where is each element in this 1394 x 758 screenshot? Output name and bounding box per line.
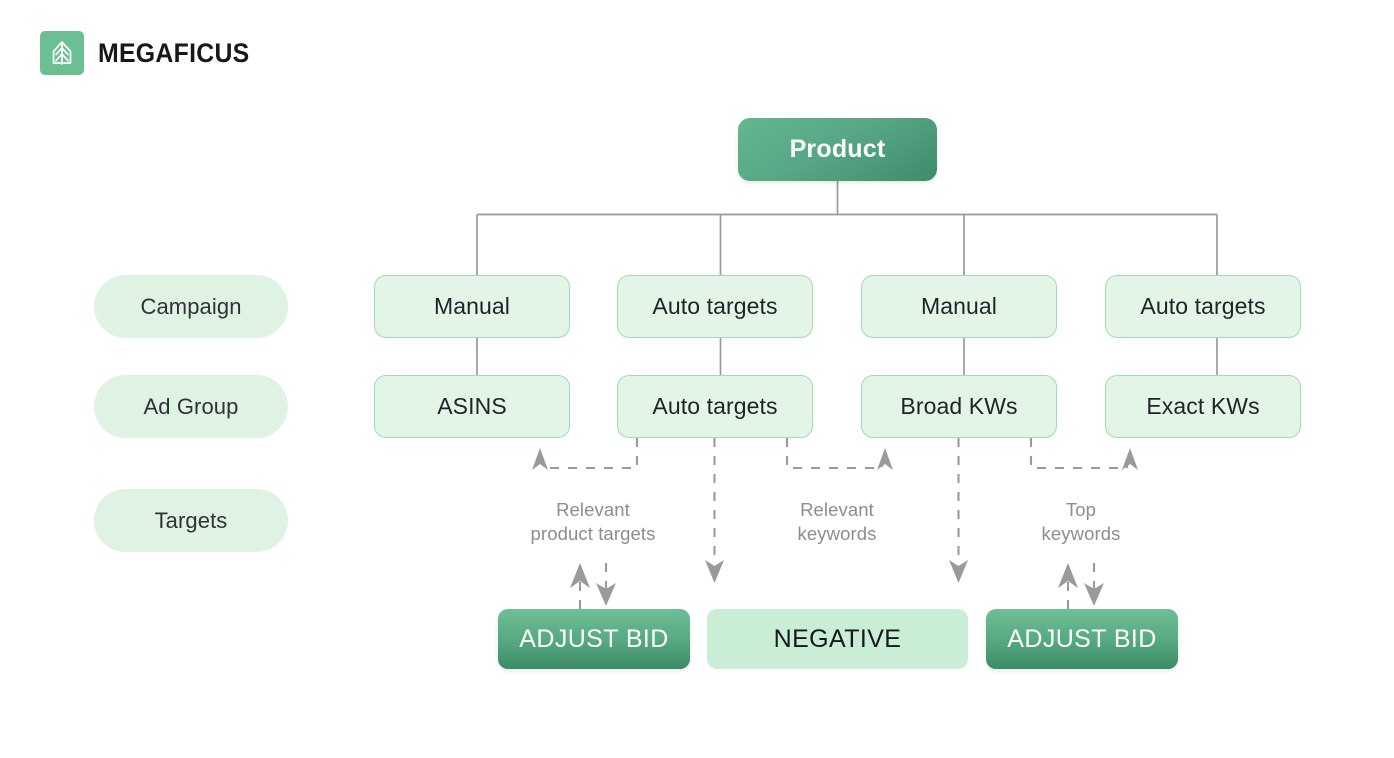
row-label-targets-text: Targets: [154, 507, 228, 533]
action-adjust-bid-left-label: ADJUST BID: [519, 624, 669, 653]
action-negative[interactable]: NEGATIVE: [707, 609, 968, 669]
node-campaign-auto-targets-2-label: Auto targets: [1140, 293, 1266, 320]
node-product-label: Product: [789, 135, 886, 164]
row-label-ad-group-text: Ad Group: [143, 393, 239, 419]
annotation-relevant-product-targets: Relevant product targets: [530, 499, 656, 544]
node-adgroup-broad-kws-label: Broad KWs: [900, 393, 1018, 420]
node-campaign-manual-1[interactable]: Manual: [374, 275, 570, 338]
action-adjust-bid-right-label: ADJUST BID: [1007, 624, 1157, 653]
node-adgroup-auto-targets[interactable]: Auto targets: [617, 375, 813, 438]
node-campaign-manual-1-label: Manual: [433, 293, 511, 320]
node-campaign-auto-targets-2[interactable]: Auto targets: [1105, 275, 1301, 338]
node-campaign-auto-targets-1[interactable]: Auto targets: [617, 275, 813, 338]
annotation-top-keywords: Top keywords: [1041, 499, 1121, 544]
action-adjust-bid-right[interactable]: ADJUST BID: [986, 609, 1178, 669]
row-label-campaign-text: Campaign: [140, 293, 242, 319]
node-adgroup-broad-kws[interactable]: Broad KWs: [861, 375, 1057, 438]
row-label-campaign: Campaign: [94, 275, 288, 338]
node-adgroup-exact-kws[interactable]: Exact KWs: [1105, 375, 1301, 438]
node-adgroup-auto-targets-label: Auto targets: [652, 393, 778, 420]
node-campaign-manual-2-label: Manual: [920, 293, 998, 320]
row-label-targets: Targets: [94, 489, 288, 552]
node-product[interactable]: Product: [738, 118, 937, 181]
action-adjust-bid-left[interactable]: ADJUST BID: [498, 609, 690, 669]
node-campaign-manual-2[interactable]: Manual: [861, 275, 1057, 338]
node-adgroup-asins-label: ASINS: [437, 393, 507, 420]
row-label-ad-group: Ad Group: [94, 375, 288, 438]
brand-name: MEGAFICUS: [98, 37, 250, 68]
tree-logo-icon: [40, 31, 84, 75]
action-negative-label: NEGATIVE: [773, 624, 902, 653]
node-campaign-auto-targets-1-label: Auto targets: [652, 293, 778, 320]
node-adgroup-exact-kws-label: Exact KWs: [1146, 393, 1260, 420]
brand-logo: MEGAFICUS: [40, 31, 263, 75]
node-adgroup-asins[interactable]: ASINS: [374, 375, 570, 438]
annotation-relevant-keywords: Relevant keywords: [797, 499, 877, 544]
